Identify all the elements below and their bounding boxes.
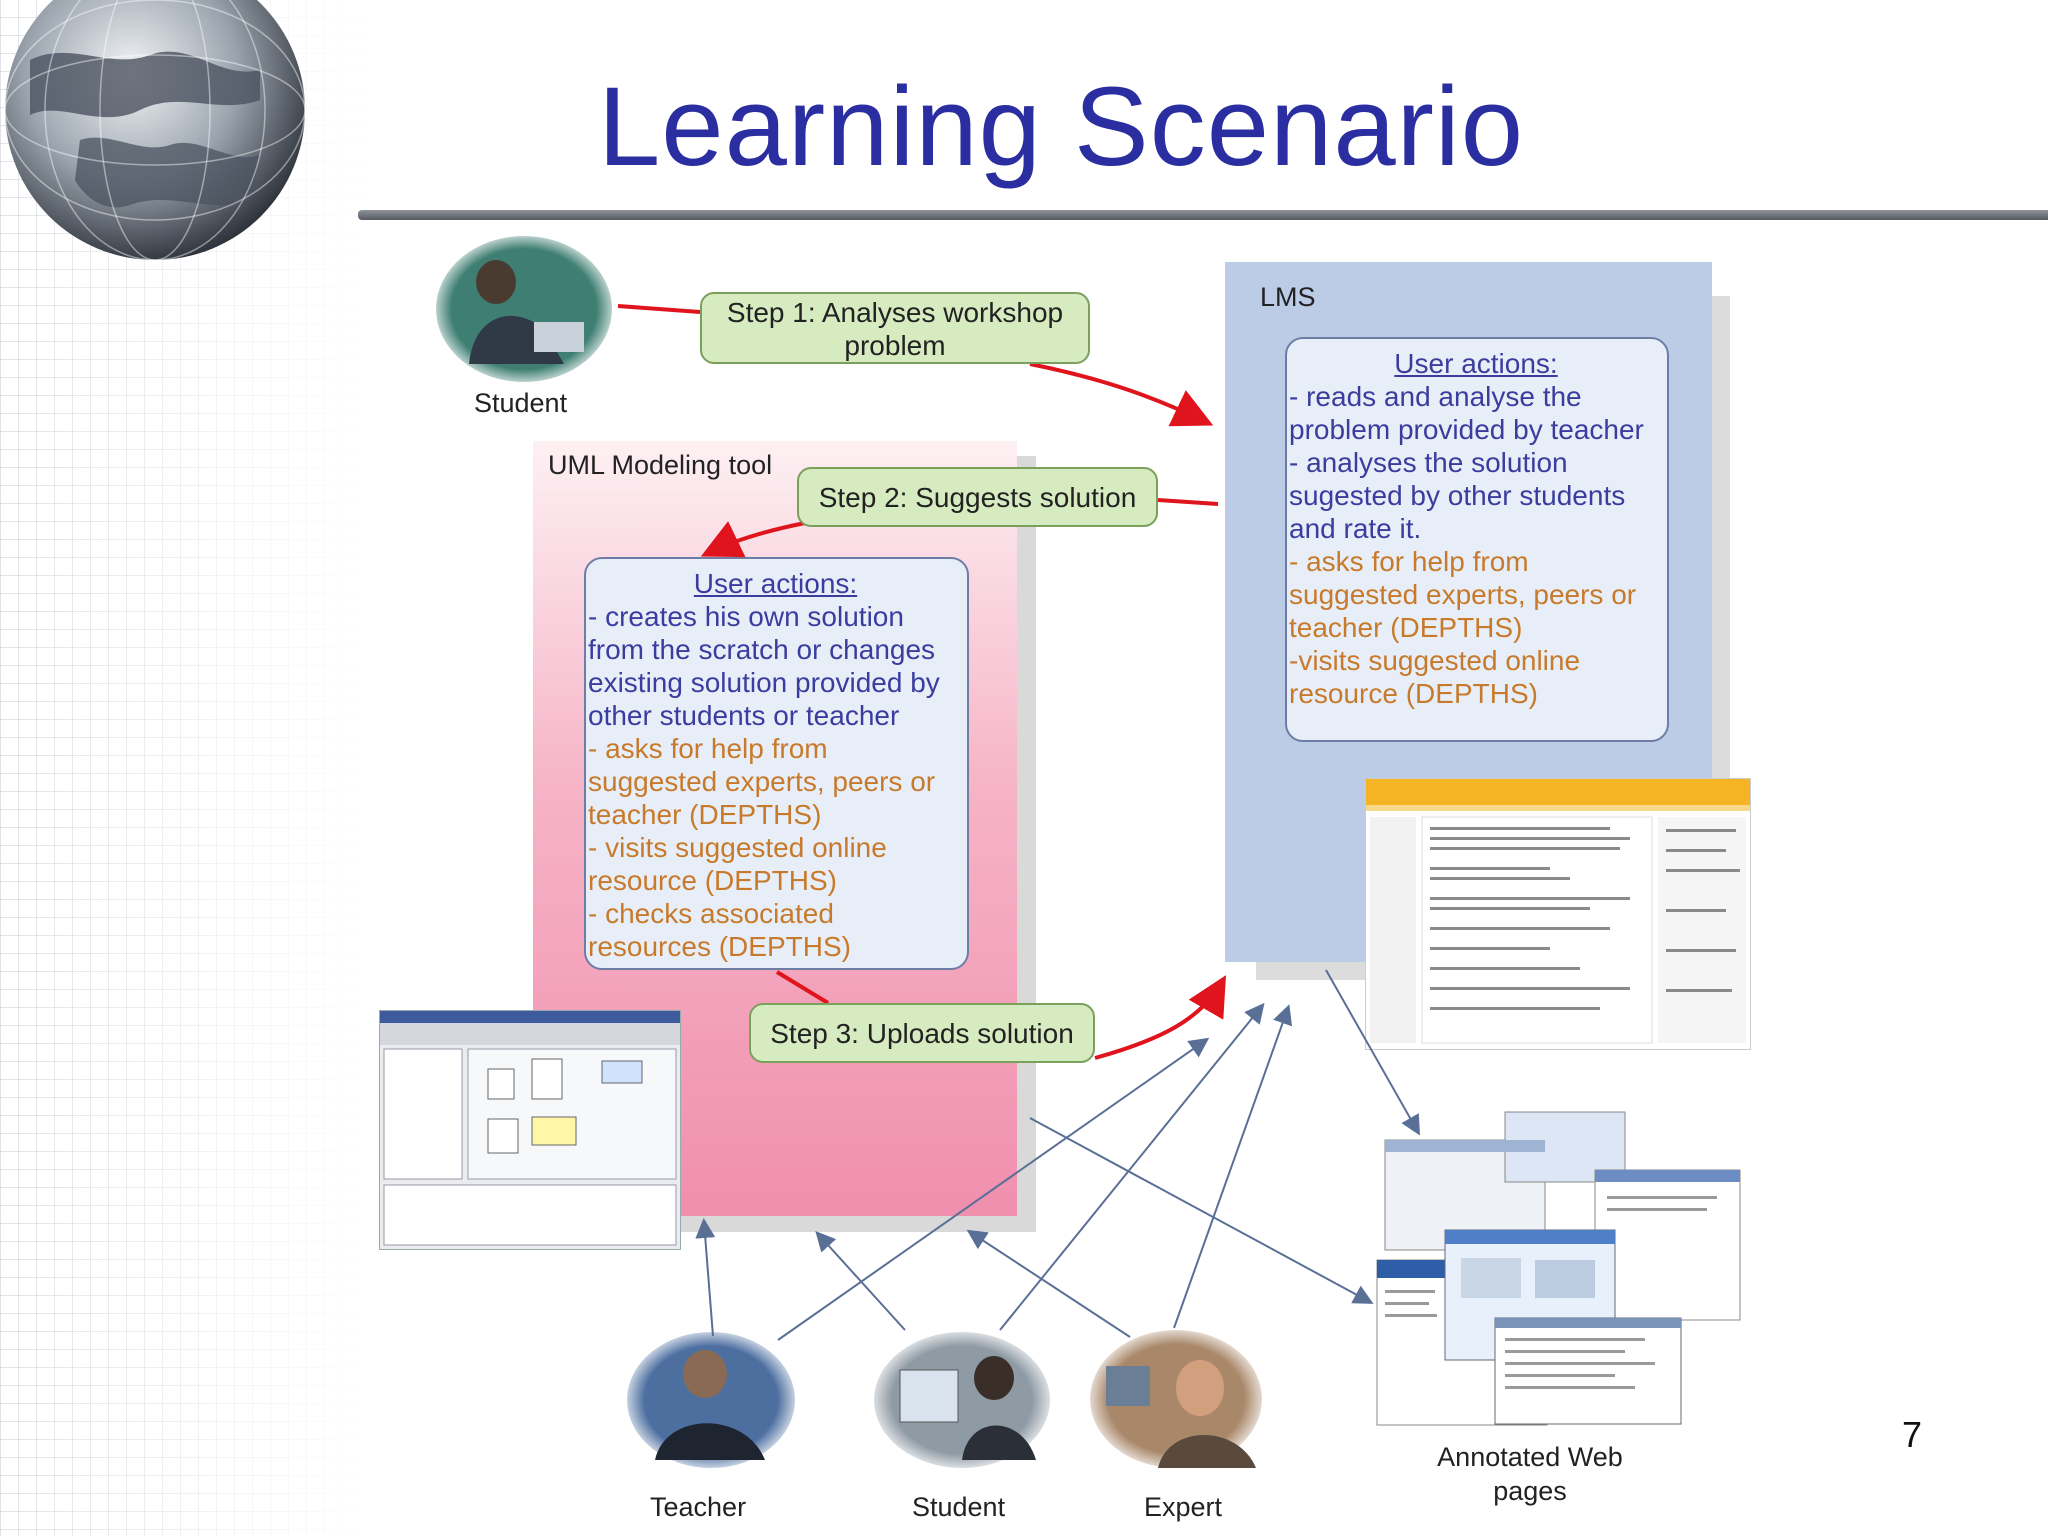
uml-to-webpages-arrow (1029, 1117, 1374, 1304)
expert-to-lms-arrow (1173, 1004, 1293, 1329)
teacher-to-uml-arrow (695, 1218, 716, 1337)
lms-action-line: and rate it. (1289, 513, 1422, 544)
uml-user-actions-box: User actions: - creates his own solution… (584, 557, 969, 970)
uml-action-line: suggested experts, peers or (588, 766, 936, 797)
lms-action-line: - reads and analyse the (1289, 381, 1582, 412)
teacher-to-lms-arrow (777, 1037, 1210, 1341)
step2-to-uml-arrow (700, 521, 806, 558)
page-number: 7 (1902, 1414, 1923, 1455)
lms-action-line: resource (DEPTHS) (1289, 678, 1538, 709)
lms-to-webpages-arrow (1325, 969, 1420, 1136)
lms-action-line: - asks for help from (1289, 546, 1529, 577)
uml-tool-screenshot (379, 1010, 681, 1250)
teacher-photo (627, 1332, 795, 1468)
uml-action-line: resources (DEPTHS) (588, 931, 851, 962)
annotated-web-pages-label: Annotated Web pages (1420, 1440, 1640, 1508)
webpages-label-line2: pages (1493, 1476, 1567, 1506)
step1-to-lms-arrow (1029, 362, 1214, 427)
lms-user-actions-box: User actions: - reads and analyse the pr… (1285, 337, 1669, 742)
uml-action-line: - checks associated (588, 898, 834, 929)
student-photo-top (436, 236, 612, 382)
lms-action-line: suggested experts, peers or (1289, 579, 1637, 610)
student-bottom-label: Student (912, 1492, 1006, 1522)
lms-action-line: -visits suggested online (1289, 645, 1581, 676)
student-to-step1-line (617, 304, 701, 314)
title-divider (358, 210, 2048, 220)
uml-action-line: teacher (DEPTHS) (588, 799, 822, 830)
step3-box: Step 3: Uploads solution (749, 1003, 1095, 1063)
student-to-uml-arrow (815, 1231, 906, 1331)
webpages-label-line1: Annotated Web (1437, 1442, 1623, 1472)
expert-to-uml-arrow (966, 1229, 1131, 1338)
student-photo-bottom (874, 1332, 1050, 1468)
uml-tool-label: UML Modeling tool (548, 450, 773, 480)
background-grid-pattern (0, 0, 380, 1536)
uml-action-line: from the scratch or changes (588, 634, 936, 665)
expert-label: Expert (1144, 1492, 1223, 1522)
lms-label: LMS (1260, 282, 1316, 312)
student-to-lms-arrow (999, 1002, 1265, 1331)
uml-box-to-step3-line (775, 970, 830, 1005)
actor-link-arrows (695, 969, 1420, 1341)
lms-to-step2-line (1157, 498, 1219, 506)
student-top-label: Student (474, 388, 568, 418)
lms-actions-title: User actions: (1394, 348, 1558, 379)
lms-action-line: teacher (DEPTHS) (1289, 612, 1523, 643)
lms-action-line: sugested by other students (1289, 480, 1626, 511)
expert-photo (1090, 1330, 1262, 1468)
step1-text-line1: Step 1: Analyses workshop (726, 297, 1064, 328)
uml-action-line: - creates his own solution (588, 601, 904, 632)
lms-screenshot (1365, 778, 1751, 1050)
slide-title: Learning Scenario (598, 64, 1525, 189)
lms-action-line: - analyses the solution (1289, 447, 1568, 478)
uml-action-line: resource (DEPTHS) (588, 865, 837, 896)
annotated-web-pages-collage (1375, 1110, 1745, 1428)
uml-actions-title: User actions: (693, 568, 858, 599)
step3-to-lms-arrow (1094, 975, 1227, 1060)
lms-action-line: problem provided by teacher (1289, 414, 1644, 445)
step1-box: Step 1: Analyses workshop problem (700, 292, 1090, 364)
globe-icon (4, 0, 306, 261)
uml-action-line: existing solution provided by (588, 667, 940, 698)
teacher-label: Teacher (650, 1492, 747, 1522)
step-flow-arrows (617, 304, 1227, 1060)
uml-action-line: - asks for help from (588, 733, 828, 764)
uml-action-line: other students or teacher (588, 700, 900, 731)
step2-box: Step 2: Suggests solution (797, 467, 1158, 527)
step1-text-line2: problem (844, 330, 946, 361)
uml-action-line: - visits suggested online (588, 832, 887, 863)
